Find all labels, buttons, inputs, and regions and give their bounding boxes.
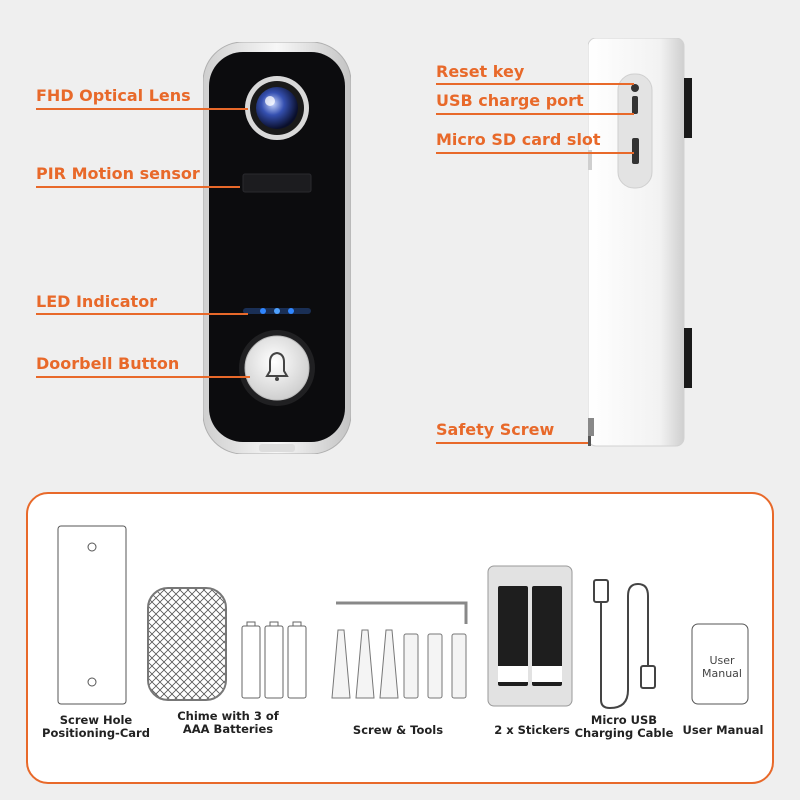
manual-cover-text: User Manual xyxy=(690,654,754,680)
doorbell-button[interactable] xyxy=(239,330,315,406)
caption-card: Screw Hole Positioning-Card xyxy=(32,714,160,740)
caption-manual: User Manual xyxy=(682,723,764,737)
caption-line: Charging Cable xyxy=(574,726,674,740)
led-indicator xyxy=(243,308,311,314)
doorbell-side xyxy=(588,38,692,447)
callout-line xyxy=(436,152,634,154)
screws xyxy=(331,629,467,699)
caption-line: Micro USB xyxy=(590,713,658,727)
allen-key xyxy=(336,601,468,624)
caption-line: Chime with 3 of xyxy=(177,709,279,723)
callout-line xyxy=(36,313,248,315)
caption-line: AAA Batteries xyxy=(182,722,274,736)
callout-lens: FHD Optical Lens xyxy=(36,86,191,105)
usb-cable xyxy=(593,579,656,710)
caption-stickers: 2 x Stickers xyxy=(494,723,570,737)
callout-pir: PIR Motion sensor xyxy=(36,164,200,183)
callout-line xyxy=(36,376,250,378)
package-contents-panel: User Manual Screw Hole Positioning-Card … xyxy=(26,492,774,784)
user-manual xyxy=(691,623,749,705)
bell-icon xyxy=(265,351,289,377)
callout-line xyxy=(36,186,240,188)
lens-icon xyxy=(245,76,309,140)
caption-cable: Micro USB Charging Cable xyxy=(574,714,674,740)
callout-sd: Micro SD card slot xyxy=(436,130,601,149)
stickers xyxy=(487,565,573,707)
manual-cover-line: Manual xyxy=(702,667,742,680)
caption-line: Screw Hole xyxy=(59,713,133,727)
package-contents-art xyxy=(57,525,749,710)
caption-screws: Screw & Tools xyxy=(352,723,444,737)
callout-line xyxy=(436,442,588,444)
reset-key[interactable] xyxy=(631,84,639,92)
caption-chime: Chime with 3 of AAA Batteries xyxy=(168,710,288,736)
manual-cover-line: User xyxy=(709,654,735,667)
safety-screw xyxy=(588,436,591,446)
chime xyxy=(147,587,227,701)
callout-usb: USB charge port xyxy=(436,91,584,110)
usb-port[interactable] xyxy=(632,96,638,114)
caption-line: Positioning-Card xyxy=(42,726,150,740)
callout-line xyxy=(436,113,634,115)
callout-led: LED Indicator xyxy=(36,292,158,311)
callout-line xyxy=(436,83,634,85)
positioning-card xyxy=(57,525,127,705)
pir-sensor xyxy=(242,173,312,193)
callout-reset: Reset key xyxy=(436,62,525,81)
doorbell-front xyxy=(203,42,351,454)
callout-button: Doorbell Button xyxy=(36,354,180,373)
callout-screw: Safety Screw xyxy=(436,420,555,439)
batteries xyxy=(241,621,307,699)
sd-slot[interactable] xyxy=(632,138,639,164)
callout-line xyxy=(36,108,248,110)
